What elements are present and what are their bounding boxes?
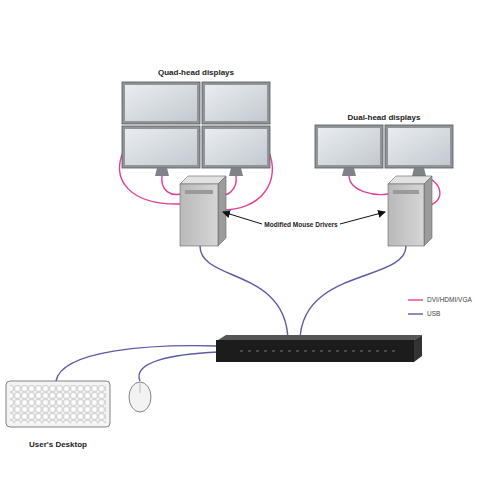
kvm-buttons bbox=[240, 350, 400, 352]
legend-text: USB bbox=[427, 310, 440, 317]
monitor-screen bbox=[205, 85, 267, 121]
usb-cable bbox=[300, 246, 406, 340]
keyboard bbox=[6, 381, 110, 427]
group-heading: User's Desktop bbox=[4, 440, 112, 449]
callout-label: Modified Mouse Drivers bbox=[255, 221, 347, 228]
leader-arrow bbox=[223, 212, 262, 224]
legend-text: DVI/HDMI/VGA bbox=[427, 296, 472, 303]
computer-tower bbox=[388, 184, 424, 246]
monitor bbox=[202, 126, 270, 168]
monitor-screen bbox=[205, 129, 267, 165]
monitor-stand bbox=[412, 168, 426, 176]
mouse bbox=[129, 382, 151, 412]
monitor-screen bbox=[388, 128, 450, 165]
device-group: Quad-head displays bbox=[120, 64, 272, 176]
drive-bay bbox=[185, 190, 213, 194]
leader-arrow bbox=[340, 212, 385, 224]
computer-tower bbox=[180, 184, 218, 246]
usb-cable bbox=[56, 346, 218, 381]
monitor-stand bbox=[342, 168, 356, 176]
tower-side bbox=[424, 176, 432, 246]
legend-line bbox=[408, 313, 423, 314]
kvm-switch bbox=[216, 340, 414, 362]
monitor-screen bbox=[125, 85, 197, 121]
monitor-screen bbox=[125, 129, 197, 165]
device-group: User's Desktop bbox=[4, 374, 154, 454]
usb-cable bbox=[139, 352, 218, 381]
device-group: Dual-head displays bbox=[312, 108, 456, 178]
monitor bbox=[315, 125, 383, 168]
monitor bbox=[385, 125, 453, 168]
keyboard-keys bbox=[10, 385, 106, 423]
video-cable bbox=[162, 175, 180, 194]
video-cable bbox=[349, 175, 388, 194]
monitor bbox=[202, 82, 270, 124]
group-heading: Quad-head displays bbox=[120, 68, 272, 77]
monitor-screen bbox=[318, 128, 380, 165]
group-heading: Dual-head displays bbox=[312, 113, 456, 122]
monitor bbox=[122, 126, 200, 168]
monitor bbox=[122, 82, 200, 124]
monitor-stand bbox=[229, 168, 243, 176]
mouse-button-split bbox=[140, 383, 141, 393]
tower-side bbox=[218, 176, 226, 246]
kvm-side bbox=[414, 335, 422, 362]
kvm-top bbox=[218, 335, 422, 340]
monitor-stand bbox=[155, 168, 169, 176]
usb-cable bbox=[200, 246, 288, 340]
legend-line bbox=[408, 299, 423, 300]
drive-bay bbox=[393, 190, 419, 194]
